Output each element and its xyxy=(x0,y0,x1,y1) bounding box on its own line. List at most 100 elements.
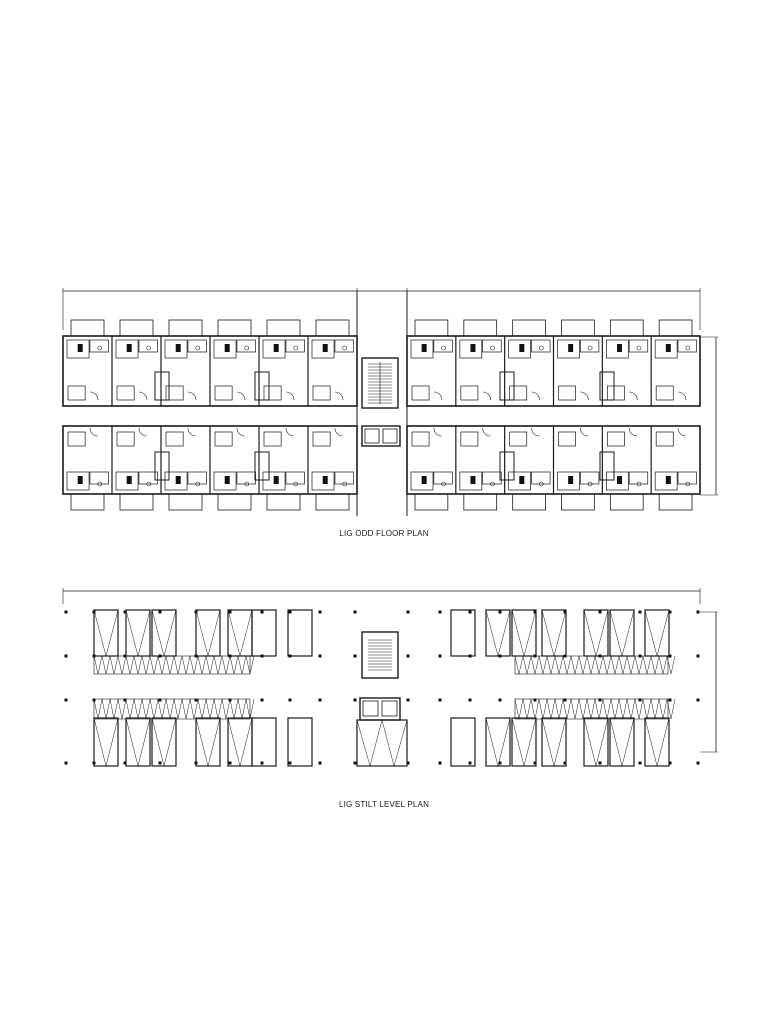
balcony xyxy=(658,319,693,337)
balcony xyxy=(609,493,644,511)
parking-diagonal xyxy=(151,717,177,767)
bedroom xyxy=(262,471,286,491)
bedroom xyxy=(654,339,678,359)
stilt-column xyxy=(260,610,264,614)
kitchen xyxy=(263,431,282,447)
stilt-column xyxy=(260,698,264,702)
kitchen xyxy=(558,431,576,447)
bed-block xyxy=(568,344,574,352)
toilet xyxy=(433,339,453,353)
stilt-column xyxy=(406,761,410,765)
balcony xyxy=(168,319,203,337)
stilt-column xyxy=(563,610,567,614)
door-swing xyxy=(531,391,540,401)
bedroom xyxy=(508,471,531,491)
parking-bay xyxy=(541,717,567,767)
stilt-plan-title: LIG STILT LEVEL PLAN xyxy=(338,800,430,809)
bed-block xyxy=(322,344,328,352)
parking-bay xyxy=(227,717,253,767)
fixture xyxy=(97,345,103,351)
parking-diagonal xyxy=(609,717,635,767)
door-swing xyxy=(482,391,491,401)
fixture xyxy=(342,481,348,487)
bedroom xyxy=(262,339,286,359)
balcony xyxy=(414,319,449,337)
stilt-column xyxy=(194,698,198,702)
door-swing xyxy=(433,391,443,401)
kitchen xyxy=(460,385,479,401)
kitchen xyxy=(263,385,282,401)
toilet xyxy=(138,339,158,353)
stilt-column xyxy=(668,761,672,765)
parking-bay xyxy=(287,609,313,657)
bedroom xyxy=(311,339,335,359)
parking-bay xyxy=(93,717,119,767)
toilet xyxy=(531,339,551,353)
parking-bay xyxy=(195,609,221,657)
bedroom xyxy=(66,471,90,491)
toilet xyxy=(628,471,649,485)
parking-diagonal xyxy=(644,609,670,657)
door-swing xyxy=(187,391,197,401)
stilt-column xyxy=(64,698,68,702)
stilt-column xyxy=(498,698,502,702)
parking-diagonal xyxy=(511,717,537,767)
door-swing xyxy=(580,391,589,401)
service-shaft xyxy=(154,371,170,401)
parking-bay xyxy=(125,717,151,767)
bedroom xyxy=(654,471,678,491)
stilt-column xyxy=(438,698,442,702)
toilet xyxy=(138,471,158,485)
parking-bay xyxy=(583,609,609,657)
stilt-column xyxy=(64,654,68,658)
kitchen xyxy=(67,385,86,401)
stilt-column xyxy=(318,761,322,765)
stilt-column xyxy=(318,698,322,702)
bedroom xyxy=(508,339,531,359)
kitchen xyxy=(165,431,184,447)
toilet xyxy=(580,471,600,485)
stilt-column xyxy=(638,698,642,702)
fixture xyxy=(636,345,642,351)
lift-car xyxy=(382,428,398,444)
toilet xyxy=(482,339,502,353)
kitchen xyxy=(606,431,625,447)
parking-diagonal xyxy=(541,717,567,767)
door-swing xyxy=(236,391,246,401)
parking-diagonal xyxy=(125,609,151,657)
door-swing xyxy=(187,427,196,437)
stilt-column xyxy=(158,610,162,614)
kitchen xyxy=(312,431,331,447)
staircase xyxy=(361,357,399,409)
toilet xyxy=(580,339,600,353)
bed-block xyxy=(568,476,574,484)
fixture xyxy=(244,481,250,487)
stilt-column xyxy=(318,610,322,614)
balcony xyxy=(315,319,350,337)
balcony xyxy=(414,493,449,511)
stilt-column xyxy=(638,761,642,765)
door-swing xyxy=(89,427,98,437)
parking-diagonal xyxy=(511,609,537,657)
fixture xyxy=(293,481,299,487)
bed-block xyxy=(224,476,230,484)
stilt-column xyxy=(438,654,442,658)
lift-block xyxy=(361,425,401,447)
bedroom xyxy=(557,471,580,491)
stilt-column xyxy=(696,654,700,658)
kitchen xyxy=(509,431,528,447)
parking-bay xyxy=(485,609,511,657)
balcony xyxy=(512,493,546,511)
parking-diagonal xyxy=(125,717,151,767)
bed-block xyxy=(616,344,622,352)
kitchen xyxy=(411,431,430,447)
door-swing xyxy=(334,391,344,401)
stilt-column xyxy=(406,654,410,658)
stilt-column xyxy=(598,761,602,765)
bed-block xyxy=(665,344,671,352)
door-swing xyxy=(334,427,343,437)
bed-block xyxy=(126,476,132,484)
toilet xyxy=(285,339,305,353)
stilt-column xyxy=(123,761,127,765)
